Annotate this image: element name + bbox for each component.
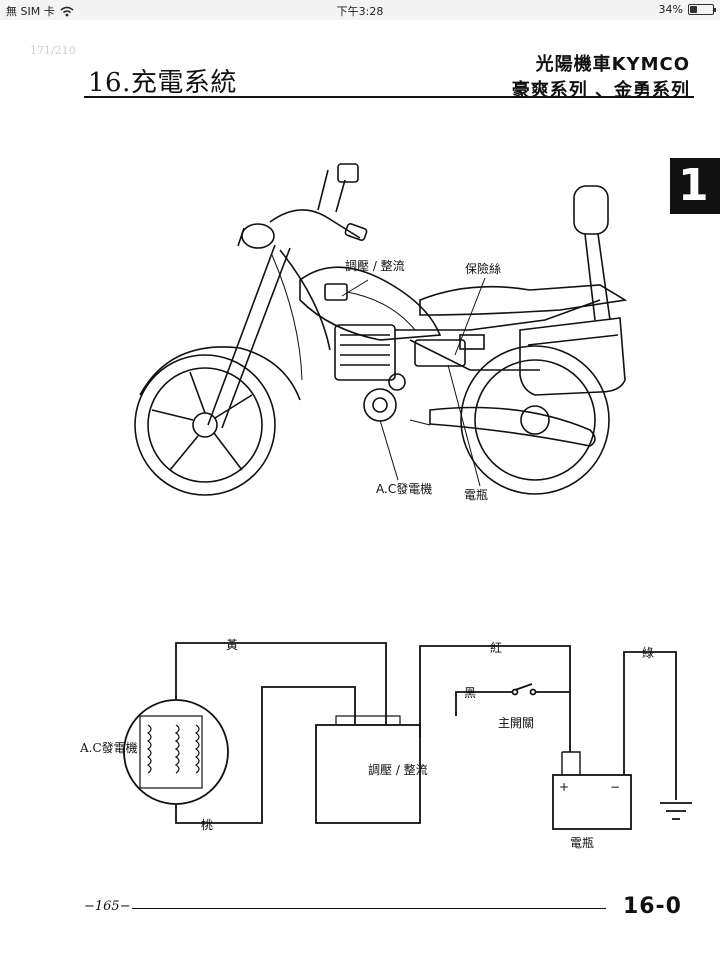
- status-time: 下午3:28: [336, 5, 384, 18]
- chapter-tab: 1: [670, 158, 720, 214]
- figure-canvas: 調壓 / 整流 保險絲 A.C發電機 電瓶: [79, 163, 692, 850]
- battery-fill: [690, 6, 698, 13]
- brand-line-1: 光陽機車KYMCO: [535, 54, 690, 75]
- front-tire: [134, 354, 276, 496]
- charging-schematic: [123, 642, 692, 830]
- battery-callout: 電瓶: [464, 488, 488, 502]
- battery-label: 電瓶: [570, 836, 594, 850]
- motorcycle-illustration: [134, 163, 628, 496]
- black-wire-label: 黑: [464, 686, 476, 700]
- main-switch-label: 主開關: [498, 716, 534, 730]
- footer-rule: [132, 908, 606, 909]
- yellow-wire-label: 黃: [226, 638, 238, 652]
- fuse-callout: 保險絲: [465, 261, 501, 276]
- rear-tire: [460, 345, 610, 495]
- green-wire-label: 綠: [642, 646, 654, 660]
- status-left: 無 SIM 卡: [6, 3, 74, 19]
- regulator-label: 調壓 / 整流: [368, 762, 428, 777]
- battery-percent: 34%: [658, 3, 683, 16]
- section-number: 16-0: [622, 894, 682, 919]
- red-wire-label: 紅: [490, 641, 502, 655]
- carrier-text: 無 SIM 卡: [6, 5, 55, 18]
- regulator-callout: 調壓 / 整流: [345, 258, 405, 273]
- alternator-label: A.C發電機: [79, 740, 138, 755]
- document-page[interactable]: 171/210 16.充電系統 光陽機車KYMCO 豪爽系列 、金勇系列 1: [0, 20, 720, 960]
- status-bar: 無 SIM 卡 下午3:28 34%: [0, 0, 720, 20]
- ghost-page-counter: 171/210: [30, 44, 76, 57]
- brand-block: 光陽機車KYMCO 豪爽系列 、金勇系列: [512, 50, 690, 102]
- battery-symbol: [552, 774, 632, 830]
- battery-minus: −: [610, 780, 620, 794]
- alternator-callout: A.C發電機: [376, 481, 432, 496]
- header-rule: [84, 96, 694, 98]
- page-number: −165−: [84, 899, 131, 914]
- chapter-title: 16.充電系統: [88, 68, 237, 98]
- brand-line-2: 豪爽系列 、金勇系列: [511, 80, 690, 101]
- battery-icon: [688, 4, 716, 15]
- battery-plus: +: [559, 780, 569, 794]
- pink-wire-label: 桃: [201, 817, 213, 832]
- wifi-icon: [60, 6, 74, 16]
- status-right: 34%: [658, 3, 716, 16]
